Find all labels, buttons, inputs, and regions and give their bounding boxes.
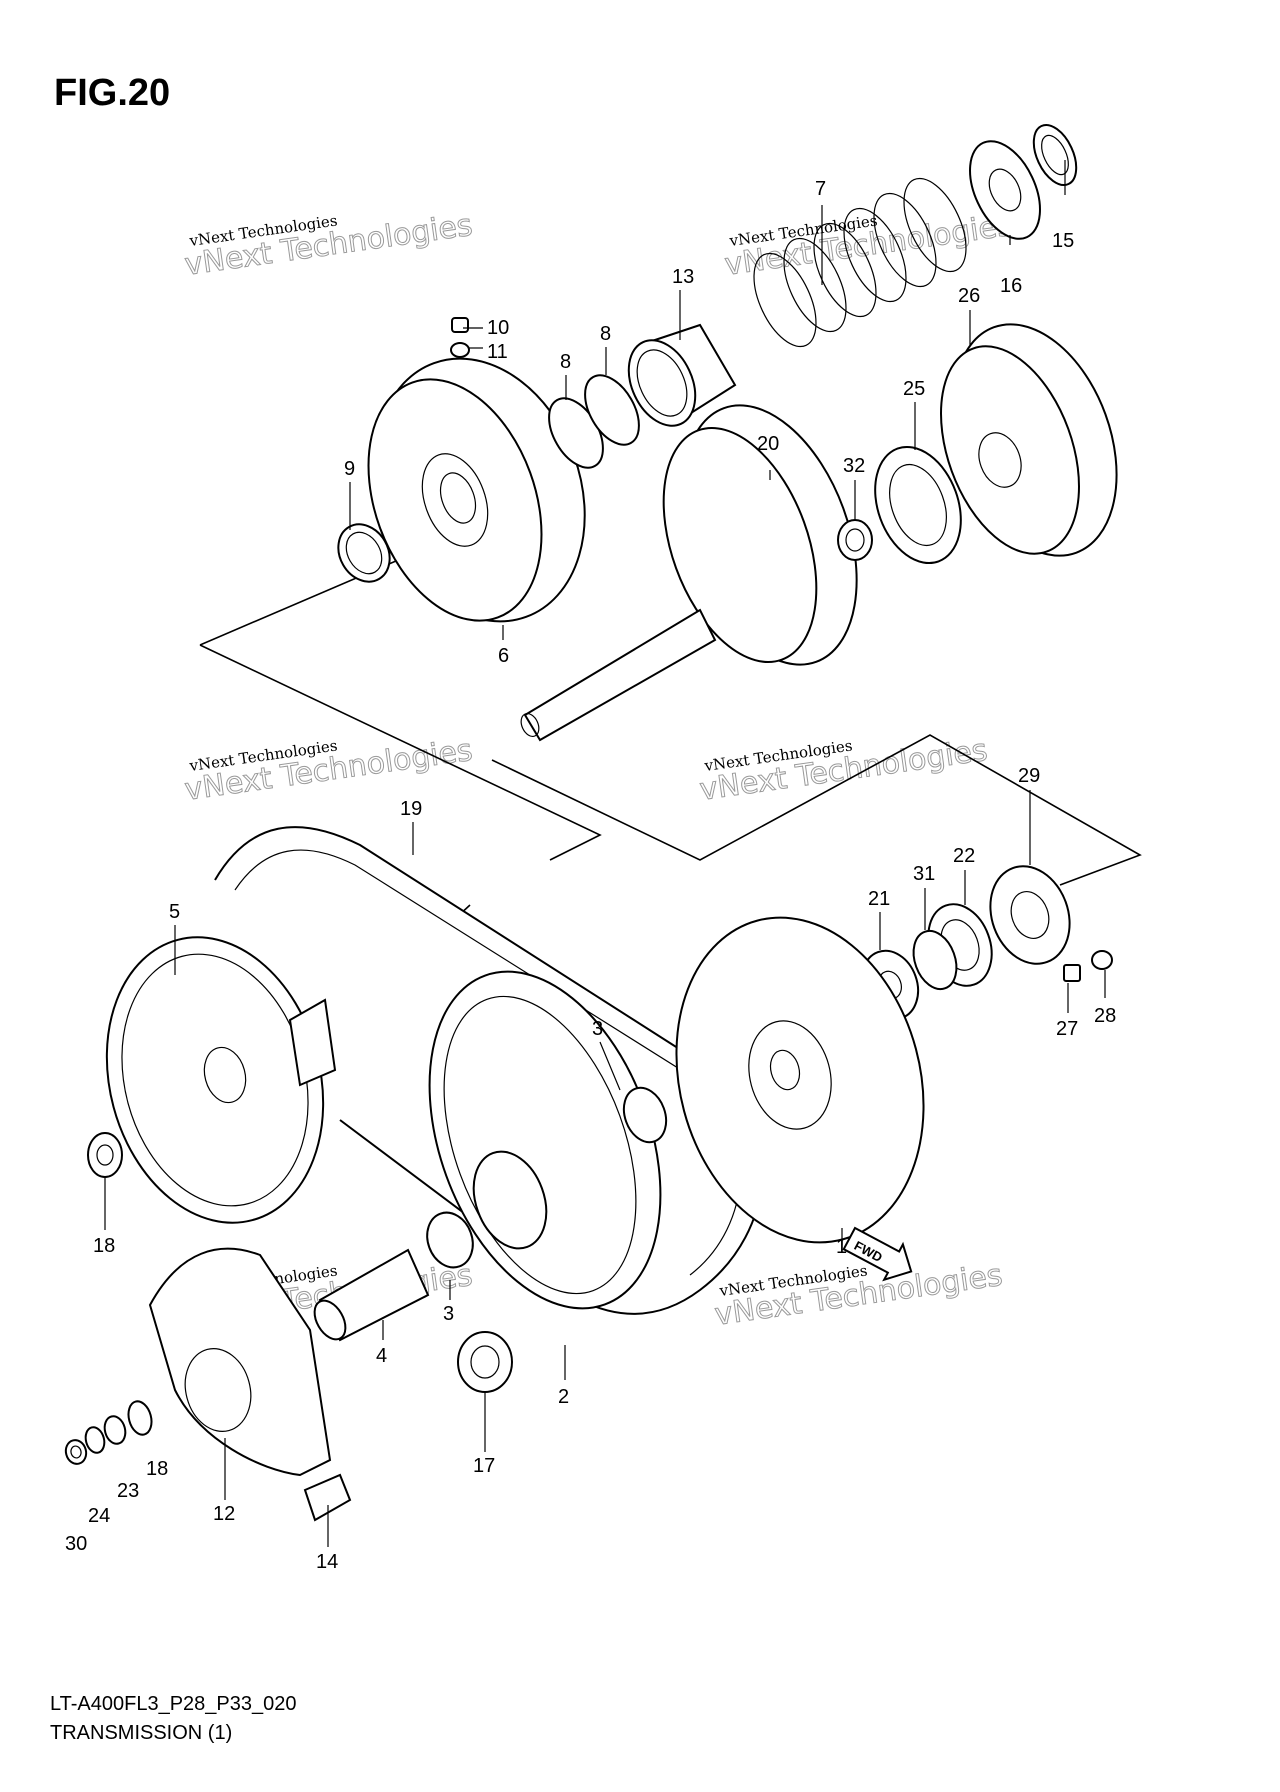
callout-2: 2 — [558, 1386, 569, 1408]
callout-4: 4 — [376, 1345, 387, 1367]
part-9-ring — [337, 523, 391, 583]
callout-9: 9 — [344, 458, 355, 480]
callout-26: 26 — [958, 285, 980, 307]
callout-15: 15 — [1052, 230, 1074, 252]
callout-13: 13 — [672, 266, 694, 288]
callout-25: 25 — [903, 378, 925, 400]
part-12-cover — [148, 1247, 332, 1477]
callout-23: 23 — [117, 1480, 139, 1502]
part-27-28-bolt — [1063, 950, 1113, 982]
part-32-nut — [837, 519, 873, 561]
callout-1: 1 — [836, 1236, 847, 1258]
part-25-one-way-clutch — [874, 445, 962, 565]
part-13-sleeve — [627, 323, 737, 427]
part-14-clip — [303, 1473, 352, 1522]
drawing-name: TRANSMISSION (1) — [50, 1722, 233, 1744]
callout-8b: 8 — [600, 323, 611, 345]
callout-16: 16 — [1000, 275, 1022, 297]
callout-19: 19 — [400, 798, 422, 820]
callout-12: 12 — [213, 1503, 235, 1525]
part-20-clutch-housing — [520, 404, 858, 742]
callout-14: 14 — [316, 1551, 338, 1573]
callout-27: 27 — [1056, 1018, 1078, 1040]
part-30-nut — [64, 1439, 88, 1465]
part-16-plate — [969, 140, 1041, 240]
part-31-ring — [912, 929, 958, 991]
part-1-driven-face — [675, 916, 925, 1244]
callout-3a: 3 — [592, 1018, 603, 1040]
part-24-washer — [84, 1426, 106, 1454]
callout-22: 22 — [953, 845, 975, 867]
callout-18a: 18 — [93, 1235, 115, 1257]
part-26-clutch-carrier — [940, 323, 1118, 557]
part-8-rings — [548, 374, 640, 469]
drawing-code: LT-A400FL3_P28_P33_020 — [50, 1693, 297, 1715]
fwd-direction-marker: FWD — [842, 1226, 913, 1282]
part-17-bearing — [457, 1331, 513, 1393]
callout-31: 31 — [913, 863, 935, 885]
callout-5: 5 — [169, 901, 180, 923]
part-18-spacer — [87, 1132, 123, 1178]
part-5-drive-face — [105, 936, 337, 1224]
part-18-washer — [127, 1400, 153, 1436]
part-6-disc — [367, 357, 586, 623]
callout-24: 24 — [88, 1505, 110, 1527]
part-10-11-fasteners — [450, 317, 470, 358]
callout-32: 32 — [843, 455, 865, 477]
callout-6: 6 — [498, 645, 509, 667]
callout-29: 29 — [1018, 765, 1040, 787]
part-3-rings — [426, 1086, 668, 1269]
callout-labels: 7 15 16 13 10 11 8 8 26 9 25 20 32 6 29 … — [65, 178, 1116, 1573]
callout-10: 10 — [487, 317, 509, 339]
callout-11: 11 — [487, 341, 508, 363]
callout-28: 28 — [1094, 1005, 1116, 1027]
callout-7: 7 — [815, 178, 826, 200]
callout-18b: 18 — [146, 1458, 168, 1480]
callout-30: 30 — [65, 1533, 87, 1555]
part-4-sleeve — [313, 1248, 430, 1342]
part-29-bearing — [989, 865, 1071, 965]
callout-21: 21 — [868, 888, 890, 910]
part-2-movable-drive-face — [428, 970, 662, 1310]
callout-8a: 8 — [560, 351, 571, 373]
callout-3b: 3 — [443, 1303, 454, 1325]
figure-title: FIG.20 — [54, 72, 171, 114]
part-23-nut — [103, 1415, 127, 1445]
callout-17: 17 — [473, 1455, 495, 1477]
callout-20: 20 — [757, 433, 779, 455]
leader-lines — [104, 160, 1106, 1547]
